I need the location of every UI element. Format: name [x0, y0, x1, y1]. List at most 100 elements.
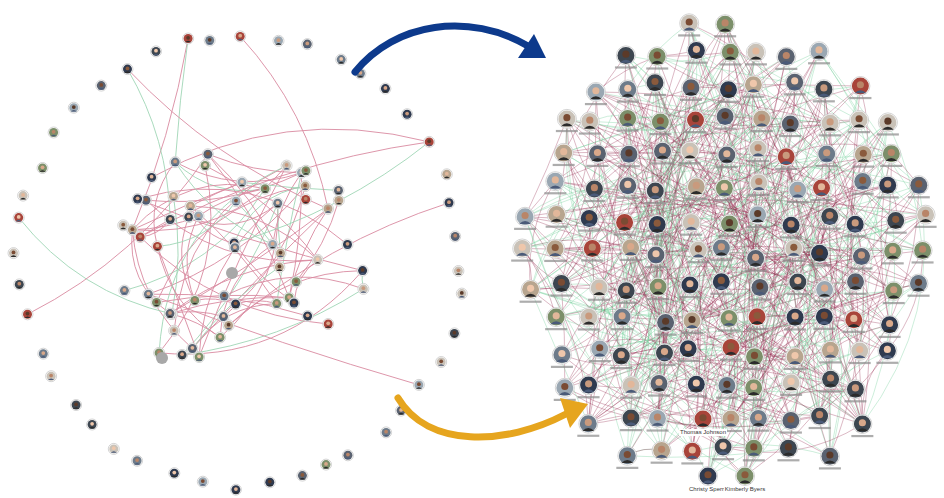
name-placeholder: [843, 331, 865, 333]
network-link: [588, 384, 696, 423]
name-placeholder: [588, 299, 610, 301]
network-link: [696, 120, 890, 325]
dense-avatar: [712, 272, 731, 291]
network-link: [138, 189, 348, 245]
network-link: [689, 23, 859, 120]
network-link: [522, 240, 631, 249]
dense-avatar: [821, 114, 840, 133]
dense-avatar: [650, 374, 669, 393]
dense-avatar: [782, 216, 801, 235]
dense-avatar: [883, 242, 902, 261]
dense-avatar: [878, 176, 897, 195]
network-link: [754, 388, 863, 424]
sparse-avatar: [300, 165, 311, 176]
name-placeholder: [644, 202, 666, 204]
name-placeholder: [844, 293, 866, 295]
name-placeholder: [814, 300, 836, 302]
name-placeholder: [851, 267, 873, 269]
name-placeholder: [713, 199, 735, 201]
name-placeholder: [710, 293, 732, 295]
name-placeholder: [581, 259, 603, 261]
dense-avatar: [651, 113, 670, 132]
dense-avatar: [618, 80, 637, 99]
name-placeholder: [849, 97, 871, 99]
name-placeholder: [620, 429, 642, 431]
dense-avatar: [555, 378, 574, 397]
dense-avatar: [687, 41, 706, 60]
network-link: [589, 256, 862, 385]
network-link: [555, 181, 665, 322]
sparse-avatar: [223, 320, 234, 331]
dense-avatar: [749, 140, 768, 159]
dense-avatar: [590, 340, 609, 359]
sparse-avatar: [357, 265, 368, 276]
dense-avatar: [720, 214, 739, 233]
dense-avatar: [786, 308, 805, 327]
network-link: [152, 129, 430, 177]
name-placeholder: [787, 201, 809, 203]
dense-avatar: [516, 207, 535, 226]
network-link: [731, 284, 919, 419]
dense-avatar: [744, 439, 763, 458]
name-placeholder: [615, 302, 637, 304]
network-link: [157, 201, 236, 246]
dense-avatar: [646, 181, 665, 200]
dense-avatar: [750, 278, 769, 297]
network-link: [631, 289, 825, 418]
network-link: [192, 267, 279, 348]
name-placeholder: [551, 366, 573, 368]
dense-avatar: [653, 142, 672, 161]
sparse-avatar: [302, 39, 313, 50]
network-link: [564, 51, 819, 153]
dense-avatar: [680, 276, 699, 295]
name-placeholder: [611, 328, 633, 330]
sparse-avatar: [146, 172, 157, 183]
sparse-avatar: [413, 379, 424, 390]
sparse-avatar: [165, 308, 176, 319]
sparse-avatar: [143, 289, 154, 300]
sparse-avatar: [312, 254, 323, 265]
name-placeholder: [585, 103, 607, 105]
name-placeholder: [883, 302, 905, 304]
name-placeholder: [545, 328, 567, 330]
sparse-avatar: [281, 160, 292, 171]
dense-avatar: [686, 110, 705, 129]
network-link: [729, 90, 919, 284]
name-placeholder: [677, 360, 699, 362]
dense-avatar: [746, 43, 765, 62]
name-placeholder: [681, 332, 703, 334]
sparse-avatar: [272, 198, 283, 209]
name-placeholder: [852, 193, 874, 195]
name-placeholder: [809, 427, 831, 429]
name-placeholder: [852, 165, 874, 167]
dense-avatar: [913, 241, 932, 260]
network-link: [229, 271, 363, 326]
name-placeholder: [882, 262, 904, 264]
dense-avatar: [579, 308, 598, 327]
dense-avatar: [853, 172, 872, 191]
network-link: [564, 153, 755, 357]
sparse-avatar: [48, 127, 59, 138]
sparse-avatar: [267, 239, 278, 250]
network-link: [754, 357, 795, 448]
network-link: [660, 122, 855, 389]
dense-avatar: [621, 238, 640, 257]
network-link: [128, 69, 171, 219]
network-link: [195, 299, 236, 304]
name-placeholder: [816, 165, 838, 167]
network-link: [690, 151, 860, 351]
person-name: Kimberly Byers: [724, 486, 766, 493]
dense-avatar: [812, 179, 831, 198]
sparse-avatar: [231, 196, 242, 207]
name-placeholder: [615, 66, 637, 68]
dense-avatar: [579, 414, 598, 433]
sparse-avatar: [170, 157, 181, 168]
network-link: [555, 181, 703, 419]
name-placeholder: [717, 101, 739, 103]
name-placeholder: [514, 228, 536, 230]
dense-avatar: [788, 180, 807, 199]
network-link: [594, 92, 596, 189]
name-placeholder: [617, 197, 639, 199]
dense-avatar: [590, 278, 609, 297]
network-link: [659, 249, 794, 384]
